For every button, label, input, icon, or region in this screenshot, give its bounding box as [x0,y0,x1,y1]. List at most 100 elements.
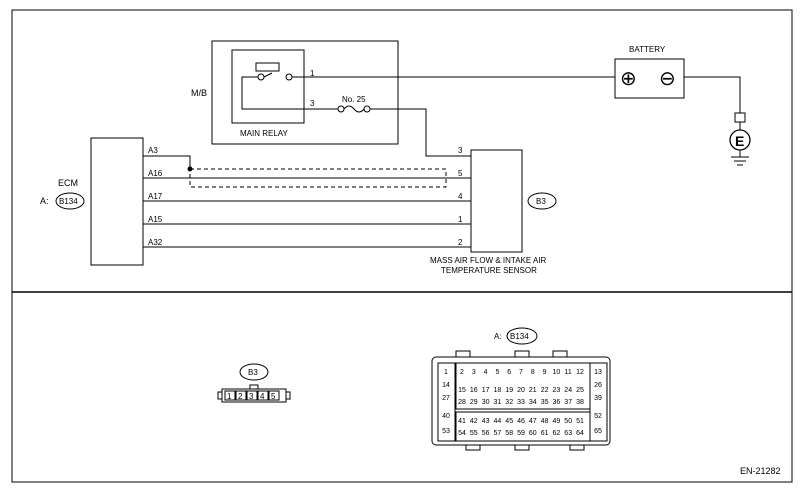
relay-pin-1: 1 [310,69,315,78]
b134-pin: 29 [470,399,478,406]
b134-connector [431,350,611,451]
sensor-pin-label: 1 [458,215,463,224]
relay-pin-3: 3 [310,99,315,108]
b134-pin: 48 [541,418,549,425]
b134-pin: 14 [442,382,450,389]
b134-pin: 46 [517,418,525,425]
b3-connector-label: B3 [248,368,258,377]
b134-pin: 59 [517,430,525,437]
ecm-pin-label: A32 [148,238,163,247]
relay-coil [255,62,280,72]
main-relay-label: MAIN RELAY [240,129,289,138]
wire-a3-shield [143,155,191,169]
b134-pin: 57 [494,430,502,437]
b134-pin: 49 [553,418,561,425]
b134-pin: 9 [543,369,547,376]
b134-pin: 45 [505,418,513,425]
b134-pin: 47 [529,418,537,425]
relay-contact [257,73,265,81]
main-box-label: M/B [191,88,207,98]
relay-contact [285,73,293,81]
b134-pin: 20 [517,387,525,394]
ecm-connector-prefix: A: [40,196,49,206]
sensor-label-line1: MASS AIR FLOW & INTAKE AIR [430,256,547,265]
ecm-pin-label: A17 [148,192,163,201]
b134-connector-badge [506,327,538,345]
ecm-pin-label: A15 [148,215,163,224]
b134-pin: 4 [484,369,488,376]
fuse-no-25 [337,105,371,113]
b134-connector-label: B134 [510,332,529,341]
b134-pin: 34 [529,399,537,406]
battery-icon [614,58,685,99]
b3-pin: 2 [238,392,243,401]
b134-pin: 19 [505,387,513,394]
b134-pin: 26 [594,382,602,389]
b134-pin: 38 [576,399,584,406]
b134-pin: 30 [482,399,490,406]
figure-code: EN-21282 [740,466,781,476]
b134-pin: 58 [505,430,513,437]
ecm-box [90,137,144,266]
b134-pin: 44 [494,418,502,425]
b3-connector [217,384,291,403]
diagram-frame [11,9,793,483]
sensor-label-line2: TEMPERATURE SENSOR [441,266,537,275]
sensor-pin-label: 4 [458,192,463,201]
b134-pin: 8 [531,369,535,376]
ground-icon [729,112,751,166]
battery-plus-icon: ⊕ [620,68,637,90]
b134-pin: 21 [529,387,537,394]
b134-pin: 23 [553,387,561,394]
b134-pin: 7 [519,369,523,376]
b134-pin: 64 [576,430,584,437]
b134-pin: 43 [482,418,490,425]
ecm-pin-label: A16 [148,169,163,178]
b134-pin: 63 [564,430,572,437]
relay-switch [263,72,273,78]
sensor-box [470,149,523,253]
b134-pin: 32 [505,399,513,406]
b134-pin: 16 [470,387,478,394]
b134-pin: 42 [470,418,478,425]
b3-pin: 3 [249,392,254,401]
b134-pin: 28 [458,399,466,406]
ground-symbol: E [735,133,744,149]
b134-pin: 6 [507,369,511,376]
b134-pin: 22 [541,387,549,394]
fuse-label: No. 25 [342,95,366,104]
wire-battery-ground [684,76,741,113]
sensor-pin-label: 5 [458,169,463,178]
b134-pin: 36 [553,399,561,406]
b134-pin: 33 [517,399,525,406]
b3-pin: 1 [227,392,232,401]
sensor-connector-badge [527,192,557,210]
b134-pin: 3 [472,369,476,376]
b134-pin: 37 [564,399,572,406]
b134-pin: 50 [564,418,572,425]
b134-pin: 10 [553,369,561,376]
b134-pin: 55 [470,430,478,437]
battery-label: BATTERY [629,45,666,54]
wire-fuse-sensor [370,108,471,157]
sensor-pin-label: 3 [458,146,463,155]
b134-pin: 24 [564,387,572,394]
b134-pin: 27 [442,395,450,402]
b134-pin: 15 [458,387,466,394]
b134-pin: 62 [553,430,561,437]
b134-pin: 2 [460,369,464,376]
main-box [211,40,399,145]
ecm-label: ECM [58,178,78,188]
relay-wire [241,76,304,110]
b134-pin: 31 [494,399,502,406]
b134-pin: 12 [576,369,584,376]
b3-connector-badge [239,363,269,381]
ecm-pin-label: A3 [148,146,158,155]
b134-pin: 52 [594,413,602,420]
b134-pin: 1 [444,369,448,376]
b134-pin: 65 [594,428,602,435]
b3-pin: 5 [271,392,276,401]
ecm-connector-label: B134 [59,197,78,206]
b134-pin: 56 [482,430,490,437]
